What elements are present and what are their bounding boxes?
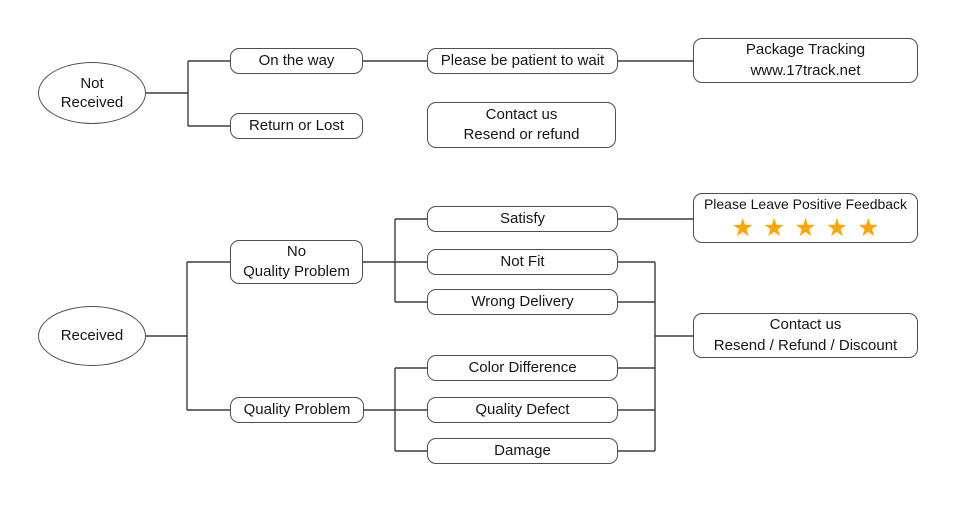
node-label: Please Leave Positive Feedback (703, 196, 908, 213)
node-label: Satisfy (499, 209, 545, 227)
node-contact-discount: Contact us Resend / Refund / Discount (693, 313, 918, 358)
node-label: Resend or refund (463, 126, 580, 143)
node-color-difference: Color Difference (427, 355, 618, 381)
node-not-received: Not Received (38, 62, 146, 124)
node-label: Return or Lost (248, 116, 345, 134)
node-label: No (286, 242, 307, 260)
node-label: Color Difference (468, 358, 577, 376)
node-label: Please be patient to wait (440, 51, 605, 69)
node-label: Contact us (769, 316, 842, 334)
node-contact-resend-refund: Contact us Resend or refund (427, 102, 616, 148)
node-label: On the way (258, 51, 335, 69)
node-label: Damage (494, 441, 551, 459)
tracking-url: www.17track.net (750, 61, 861, 79)
node-label: Contact us (485, 105, 558, 123)
node-return-or-lost: Return or Lost (230, 113, 363, 139)
node-damage: Damage (427, 438, 618, 464)
node-no-quality-problem: No Quality Problem (230, 240, 363, 284)
node-quality-defect: Quality Defect (427, 397, 618, 423)
five-stars-icon: ★★★★★ (731, 213, 889, 242)
node-label: Not (80, 74, 104, 92)
node-not-fit: Not Fit (427, 249, 618, 275)
node-label: Package Tracking (745, 41, 866, 59)
node-package-tracking: Package Tracking www.17track.net (693, 38, 918, 83)
node-label: Quality Problem (243, 400, 351, 418)
node-wrong-delivery: Wrong Delivery (427, 289, 618, 315)
node-label: Quality Problem (243, 263, 350, 280)
node-positive-feedback: Please Leave Positive Feedback ★★★★★ (693, 193, 918, 243)
node-satisfy: Satisfy (427, 206, 618, 232)
node-label: Received (60, 94, 124, 111)
node-label: Wrong Delivery (471, 292, 574, 310)
node-please-be-patient: Please be patient to wait (427, 48, 618, 74)
node-label: Quality Defect (475, 400, 570, 418)
node-label: Not Fit (500, 252, 545, 270)
node-label: Received (60, 327, 124, 345)
node-quality-problem: Quality Problem (230, 397, 364, 423)
node-on-the-way: On the way (230, 48, 363, 74)
node-label: Resend / Refund / Discount (713, 336, 898, 354)
node-received: Received (38, 306, 146, 366)
